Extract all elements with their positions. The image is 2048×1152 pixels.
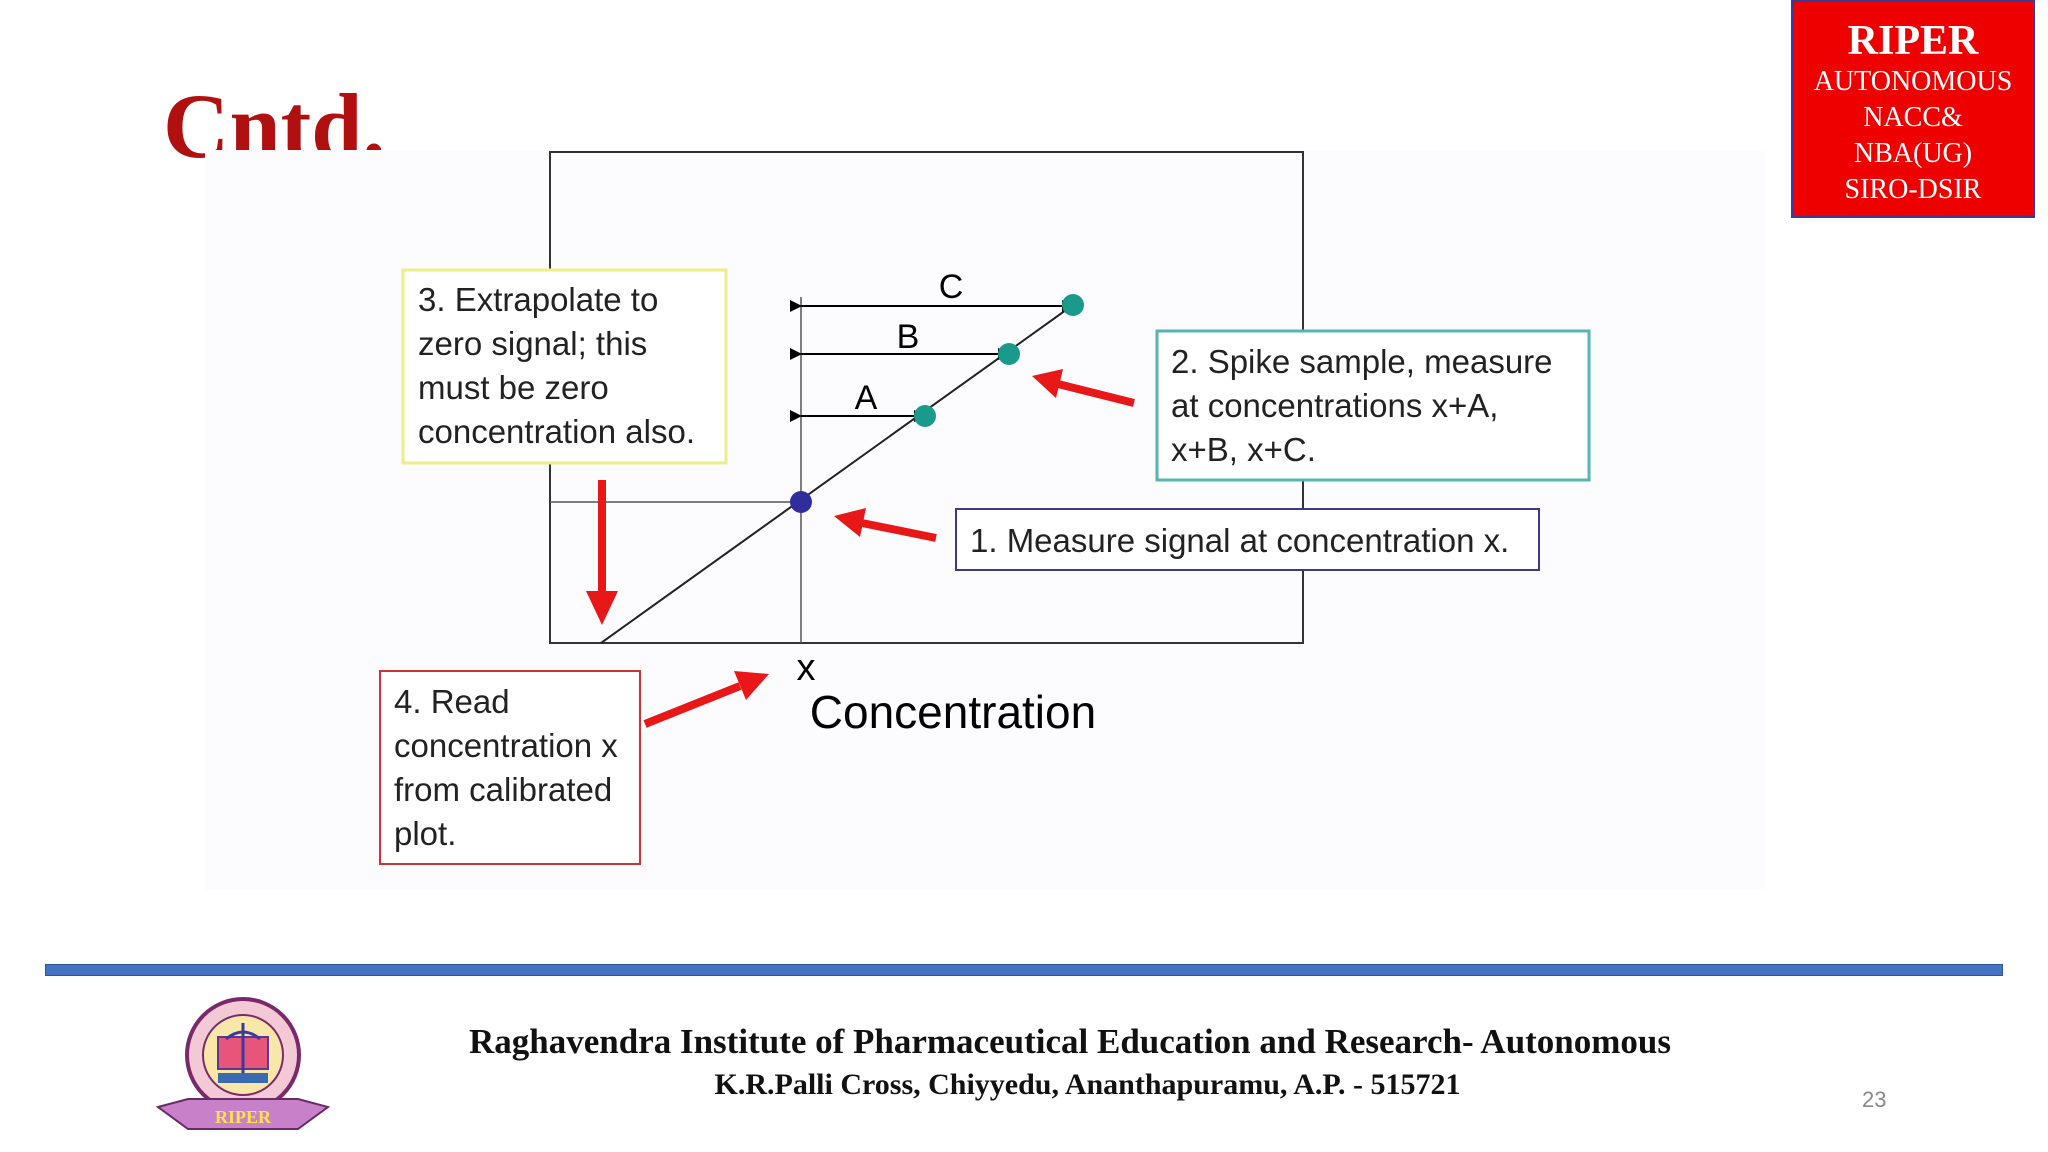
step4-box xyxy=(379,670,641,865)
spike-label-c: C xyxy=(939,268,964,306)
x-axis-label: Concentration xyxy=(810,686,1096,738)
riper-badge: RIPER AUTONOMOUS NACC& NBA(UG) SIRO-DSIR xyxy=(1791,0,2035,218)
arrow-step4-right xyxy=(643,671,769,728)
footer-divider xyxy=(45,964,2003,976)
step2-text: 2. Spike sample, measure at concentratio… xyxy=(1171,343,1562,468)
institute-name: Raghavendra Institute of Pharmaceutical … xyxy=(468,1022,1672,1061)
badge-line-autonomous: AUTONOMOUS xyxy=(1813,66,2013,97)
arrow-step1-left xyxy=(834,508,937,542)
step4-text: 4. Read concentration x from calibrated … xyxy=(394,683,627,852)
spike-point-b xyxy=(998,343,1020,365)
arrow-step3-down xyxy=(586,480,618,625)
step1-text: 1. Measure signal at concentration x. xyxy=(970,522,1509,559)
badge-line-nacc: NACC& xyxy=(1863,102,1963,133)
step1-box xyxy=(955,508,1540,571)
spike-label-a: A xyxy=(855,379,878,417)
step3-box xyxy=(401,268,728,465)
step2-box xyxy=(1155,329,1591,482)
spike-label-b: B xyxy=(897,318,920,356)
page-number: 23 xyxy=(1862,1087,1887,1112)
badge-title: RIPER xyxy=(1847,18,1979,64)
x-marker-label: x xyxy=(797,647,816,689)
badge-line-siro: SIRO-DSIR xyxy=(1844,174,1982,205)
badge-line-nba: NBA(UG) xyxy=(1853,138,1973,169)
arrow-step2-left xyxy=(1032,369,1135,407)
calibration-line xyxy=(600,304,1074,644)
logo-ribbon-text: RIPER xyxy=(215,1107,272,1127)
sample-point xyxy=(790,491,812,513)
step3-text: 3. Extrapolate to zero signal; this must… xyxy=(418,281,695,450)
spike-point-c xyxy=(1062,294,1084,316)
riper-logo: RIPER xyxy=(155,997,331,1130)
spike-point-a xyxy=(914,405,936,427)
institute-address: K.R.Palli Cross, Chiyyedu, Ananthapuramu… xyxy=(714,1068,1461,1101)
